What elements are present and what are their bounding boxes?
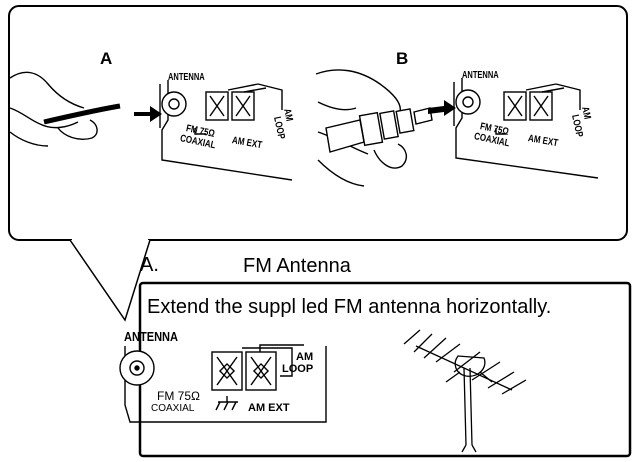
- antenna-label-a: ANTENNA: [168, 72, 205, 83]
- coax-plug-b: [325, 107, 433, 153]
- panel-a-label: A: [100, 49, 113, 68]
- am-label-bottom: AM: [296, 351, 314, 363]
- arrow-a: [134, 106, 162, 122]
- jack-panel-b: [453, 78, 599, 179]
- hand-a-illustration: [9, 71, 98, 147]
- fm-antenna-drawing: [403, 329, 527, 453]
- jack-panel-bottom: [119, 344, 327, 423]
- antenna-label-b: ANTENNA: [462, 70, 499, 81]
- am-ext-label-bottom: AM EXT: [248, 402, 290, 414]
- coaxial-label-bottom: COAXIAL: [151, 403, 195, 414]
- jack-panel-a: [159, 80, 293, 181]
- callout-pointer: [69, 239, 151, 322]
- loop-label-bottom: LOOP: [282, 363, 314, 375]
- fm75-label-bottom: FM 75Ω: [157, 389, 200, 403]
- callout-instruction: Extend the suppl led FM antenna horizont…: [147, 296, 552, 318]
- callout-title: FM Antenna: [243, 255, 351, 277]
- arrow-b: [428, 100, 456, 116]
- callout-marker: A.: [140, 254, 159, 276]
- antenna-label-bottom: ANTENNA: [124, 329, 179, 344]
- panel-b-label: B: [396, 49, 409, 68]
- top-panel-frame: [8, 5, 628, 241]
- wire-a: [43, 103, 121, 125]
